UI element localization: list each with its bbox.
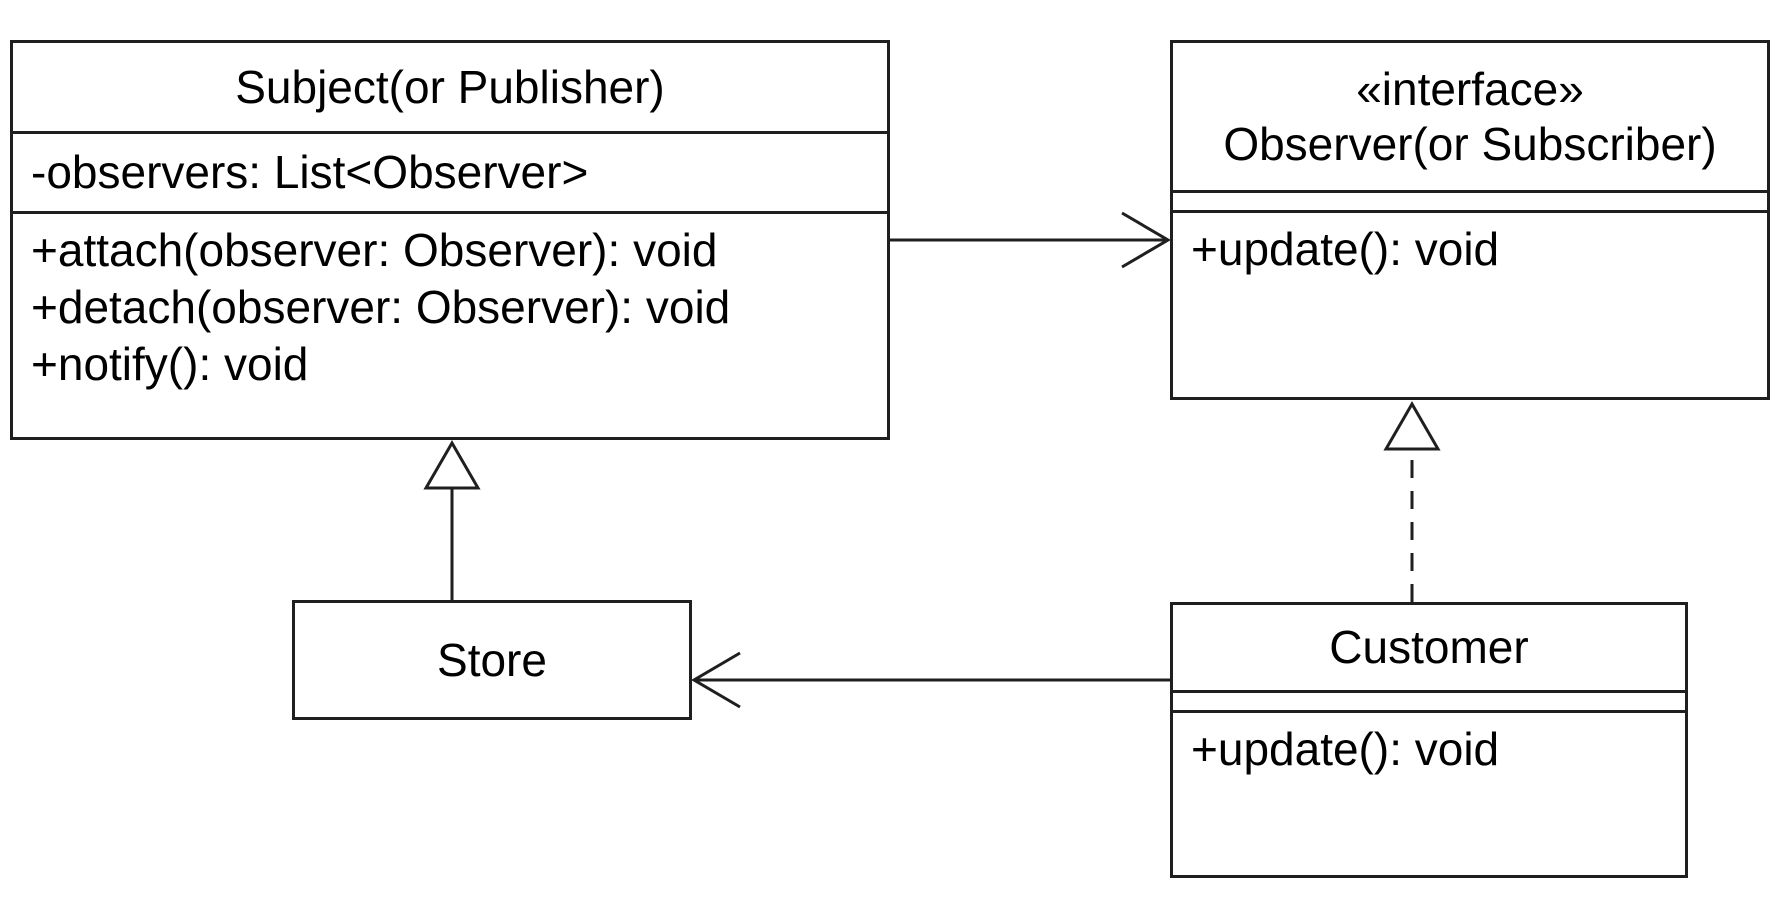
class-name-observer: Observer(or Subscriber) bbox=[1223, 117, 1717, 170]
class-methods-compartment: +update(): void bbox=[1173, 213, 1767, 397]
class-box-subject: Subject(or Publisher) -observers: List<O… bbox=[10, 40, 890, 440]
class-name-store: Store bbox=[437, 633, 547, 686]
open-arrowhead-icon bbox=[1121, 211, 1171, 269]
association-customer-to-store bbox=[691, 651, 1170, 709]
class-attributes-compartment-empty bbox=[1173, 193, 1767, 213]
method-update: +update(): void bbox=[1191, 723, 1500, 775]
class-box-customer: Customer +update(): void bbox=[1170, 602, 1688, 878]
class-name-customer: Customer bbox=[1329, 621, 1529, 673]
attribute-observers: -observers: List<Observer> bbox=[31, 145, 589, 198]
class-title-compartment: «interface» Observer(or Subscriber) bbox=[1173, 43, 1767, 193]
class-attributes-compartment: -observers: List<Observer> bbox=[13, 134, 887, 214]
class-title-compartment: Store bbox=[295, 603, 689, 717]
class-attributes-compartment-empty bbox=[1173, 693, 1685, 713]
realization-customer-to-observer bbox=[1383, 401, 1441, 602]
class-methods-compartment: +attach(observer: Observer): void +detac… bbox=[13, 214, 887, 437]
method-update: +update(): void bbox=[1191, 223, 1500, 275]
hollow-triangle-arrowhead-icon bbox=[423, 440, 481, 490]
method-notify: +notify(): void bbox=[31, 338, 309, 390]
class-box-store: Store bbox=[292, 600, 692, 720]
interface-box-observer: «interface» Observer(or Subscriber) +upd… bbox=[1170, 40, 1770, 400]
association-subject-to-observer bbox=[890, 211, 1171, 269]
open-arrowhead-icon bbox=[691, 651, 741, 709]
class-name-subject: Subject(or Publisher) bbox=[235, 60, 665, 113]
class-title-compartment: Customer bbox=[1173, 605, 1685, 693]
class-methods-compartment: +update(): void bbox=[1173, 713, 1685, 875]
hollow-triangle-arrowhead-icon bbox=[1383, 401, 1441, 451]
method-detach: +detach(observer: Observer): void bbox=[31, 281, 731, 333]
generalization-store-to-subject bbox=[423, 440, 481, 600]
class-title-compartment: Subject(or Publisher) bbox=[13, 43, 887, 134]
method-attach: +attach(observer: Observer): void bbox=[31, 224, 718, 276]
stereotype-interface: «interface» bbox=[1356, 62, 1584, 115]
